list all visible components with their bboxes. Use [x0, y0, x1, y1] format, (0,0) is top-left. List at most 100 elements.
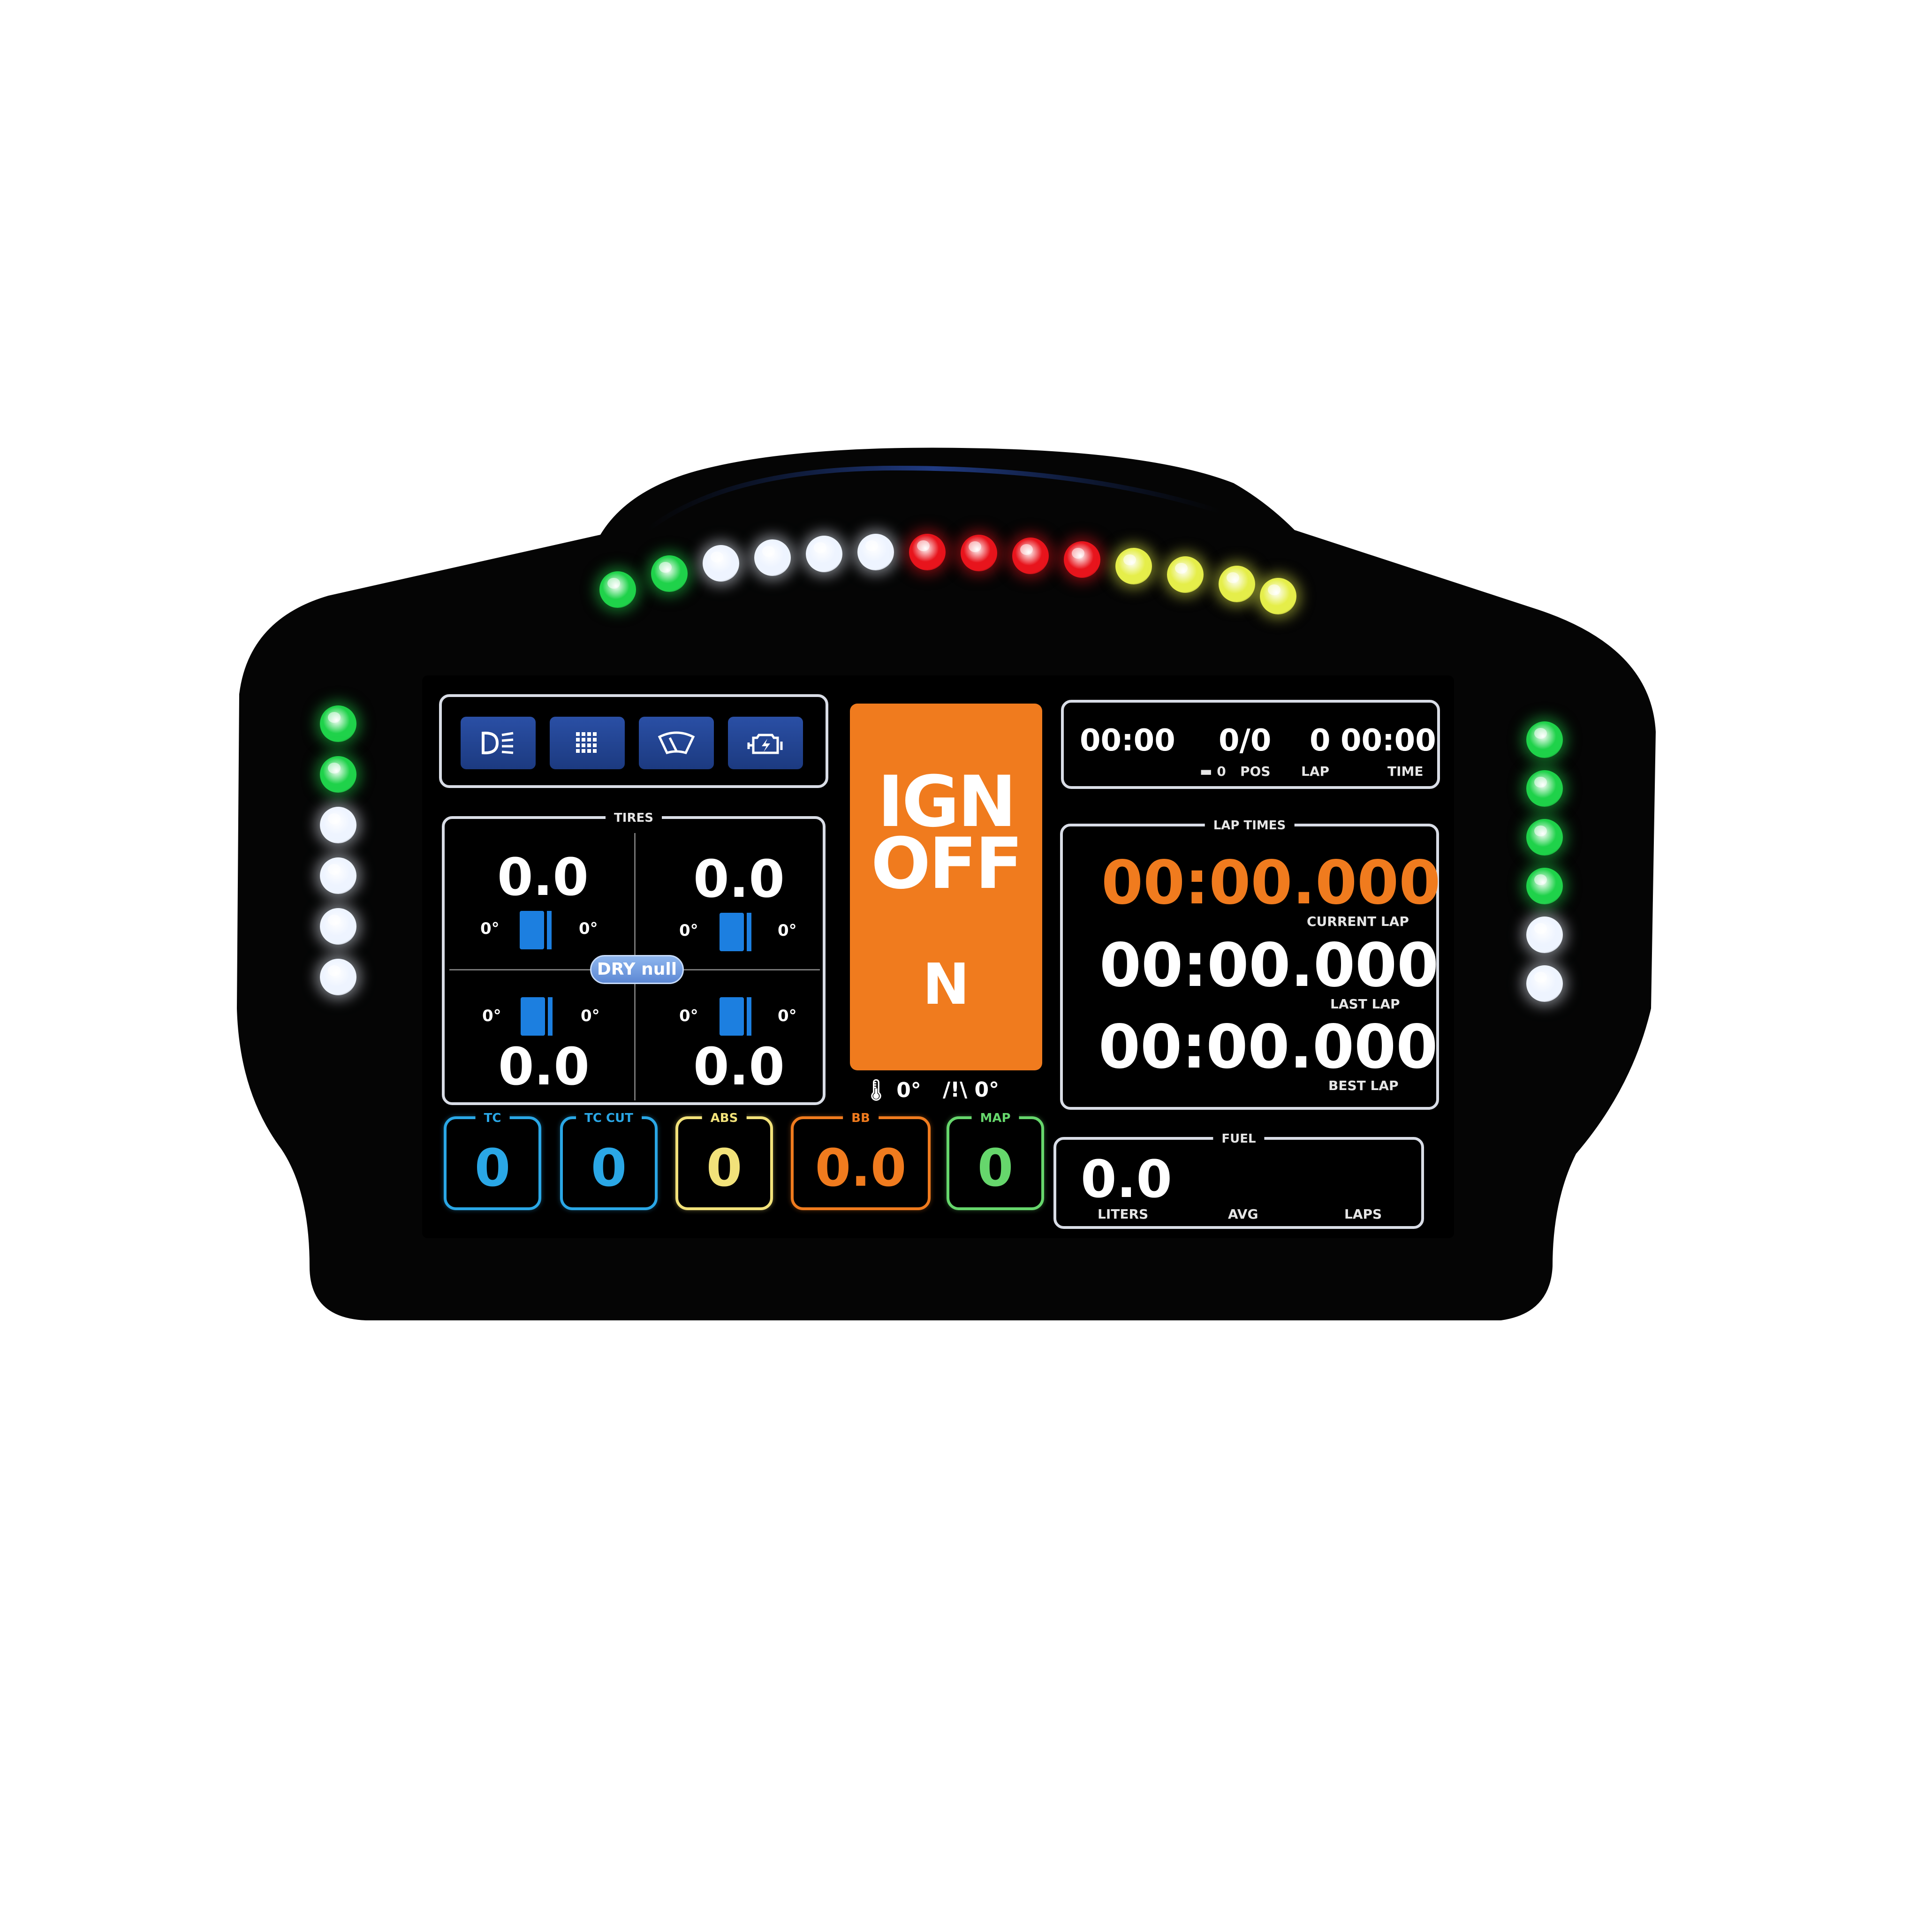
- left-led-6: [320, 959, 356, 995]
- headlight-icon: [482, 731, 514, 755]
- tire-compound-label: DRY null: [597, 960, 677, 979]
- tire-rl-value: 0.0: [498, 1037, 590, 1097]
- temp-right-readout: /!\ 0°: [943, 1078, 999, 1102]
- session-panel: 00:00 0/0 ▬ 0 POS 0 LAP 00:00 TIME: [1061, 700, 1440, 789]
- wiper-button[interactable]: [639, 717, 714, 769]
- tire-rl-bar: [521, 997, 553, 1036]
- right-led-3: [1526, 819, 1563, 856]
- session-lap-value: 0: [1310, 723, 1331, 758]
- track-icon: /!\: [943, 1078, 968, 1102]
- headlight-button[interactable]: [461, 717, 536, 769]
- fuel-panel: FUEL 0.0 LITERS AVG LAPS: [1053, 1129, 1424, 1229]
- tire-fl-temp-in: 0°: [480, 919, 500, 938]
- rev-led-4: [754, 539, 791, 576]
- fuel-title: FUEL: [1213, 1129, 1265, 1148]
- control-value: 0: [706, 1138, 742, 1198]
- tire-rl-temp-out: 0°: [581, 1007, 600, 1025]
- session-pos-small: ▬ 0: [1200, 764, 1226, 779]
- tire-fr-value: 0.0: [693, 849, 785, 909]
- best-lap-label: BEST LAP: [1328, 1078, 1399, 1093]
- session-time-value: 00:00: [1341, 723, 1436, 758]
- session-lap-label: LAP: [1301, 764, 1330, 779]
- control-label: TC CUT: [576, 1109, 642, 1128]
- control-value: 0.0: [815, 1138, 907, 1198]
- right-led-5: [1526, 917, 1563, 953]
- engine-icon: [747, 734, 783, 754]
- last-lap-time: 00:00.000: [1099, 931, 1439, 1000]
- session-pos-small-value: 0: [1217, 764, 1226, 779]
- tire-rr-temp-out: 0°: [778, 1007, 797, 1025]
- current-lap-label: CURRENT LAP: [1307, 914, 1409, 929]
- lap-times-title: LAP TIMES: [1205, 816, 1295, 835]
- rev-led-9: [1012, 538, 1049, 574]
- control-label: ABS: [702, 1109, 747, 1128]
- control-bb: BB 0.0: [791, 1109, 931, 1210]
- control-abs: ABS 0: [675, 1109, 773, 1210]
- control-value: 0: [591, 1138, 627, 1198]
- tire-fl-value: 0.0: [497, 847, 589, 907]
- left-led-5: [320, 908, 356, 945]
- tires-panel: TIRES 0.0 0° 0° 0.0 0° 0° 0° 0° 0.0 0° 0…: [442, 809, 826, 1105]
- session-time-label: TIME: [1387, 764, 1424, 779]
- wiper-icon: [658, 731, 695, 755]
- grid-icon: [576, 732, 597, 753]
- left-led-3: [320, 807, 356, 843]
- engine-button[interactable]: [728, 717, 803, 769]
- session-pos-label: POS: [1240, 764, 1271, 779]
- right-led-1: [1526, 721, 1563, 758]
- grid-button[interactable]: [550, 717, 625, 769]
- rev-led-8: [961, 535, 997, 571]
- control-tc: TC 0: [444, 1109, 541, 1210]
- rev-led-1: [599, 571, 636, 608]
- top-glow: [645, 465, 1220, 532]
- tire-rl-temp-in: 0°: [482, 1007, 501, 1025]
- rev-led-2: [651, 555, 688, 592]
- tires-title: TIRES: [606, 809, 662, 827]
- gear-panel: IGN OFF N: [850, 704, 1042, 1070]
- tire-fl-temp-out: 0°: [579, 919, 598, 938]
- control-value: 0: [977, 1138, 1014, 1198]
- tire-compound-badge: DRY null: [590, 955, 684, 984]
- rev-led-12: [1167, 556, 1204, 593]
- control-tc-cut: TC CUT 0: [560, 1109, 658, 1210]
- left-led-1: [320, 705, 356, 742]
- display-screen: TIRES 0.0 0° 0° 0.0 0° 0° 0° 0° 0.0 0° 0…: [422, 675, 1454, 1238]
- rev-led-10: [1064, 541, 1100, 578]
- rev-led-13: [1219, 566, 1255, 602]
- rev-led-3: [703, 545, 739, 582]
- rev-led-6: [857, 534, 894, 570]
- control-value: 0: [474, 1138, 511, 1198]
- control-map: MAP 0: [947, 1109, 1044, 1210]
- rev-led-7: [909, 534, 946, 570]
- right-led-4: [1526, 868, 1563, 904]
- temp-right-value: 0°: [974, 1078, 1000, 1102]
- tire-fr-temp-out: 0°: [778, 921, 797, 940]
- toolbar-panel: [439, 694, 828, 788]
- left-led-2: [320, 756, 356, 793]
- tire-fl-bar: [520, 911, 552, 949]
- temp-left-value: 0°: [896, 1078, 921, 1102]
- left-led-4: [320, 857, 356, 894]
- gear-indicator: N: [922, 952, 970, 1017]
- tire-rr-bar: [720, 997, 751, 1036]
- right-led-2: [1526, 770, 1563, 807]
- ignition-status-line1: IGN: [877, 761, 1016, 843]
- lap-times-panel: LAP TIMES 00:00.000 CURRENT LAP 00:00.00…: [1060, 816, 1441, 1110]
- ignition-status-line2: OFF: [871, 823, 1023, 905]
- coolant-icon: 🌡: [863, 1078, 889, 1102]
- tire-rr-value: 0.0: [693, 1037, 785, 1097]
- fuel-liters-value: 0.0: [1081, 1149, 1172, 1209]
- current-lap-time: 00:00.000: [1101, 848, 1441, 918]
- control-label: MAP: [971, 1109, 1019, 1128]
- control-label: TC: [475, 1109, 510, 1128]
- session-pos-value: 0/0: [1219, 723, 1272, 758]
- fuel-avg-label: AVG: [1228, 1206, 1258, 1222]
- tire-rr-temp-in: 0°: [679, 1007, 698, 1025]
- control-label: BB: [843, 1109, 879, 1128]
- fuel-liters-label: LITERS: [1098, 1206, 1149, 1222]
- right-led-6: [1526, 965, 1563, 1002]
- temp-left-readout: 🌡 0°: [863, 1078, 921, 1102]
- rev-led-11: [1115, 548, 1152, 584]
- rev-led-14: [1260, 578, 1296, 614]
- fuel-laps-label: LAPS: [1344, 1206, 1382, 1222]
